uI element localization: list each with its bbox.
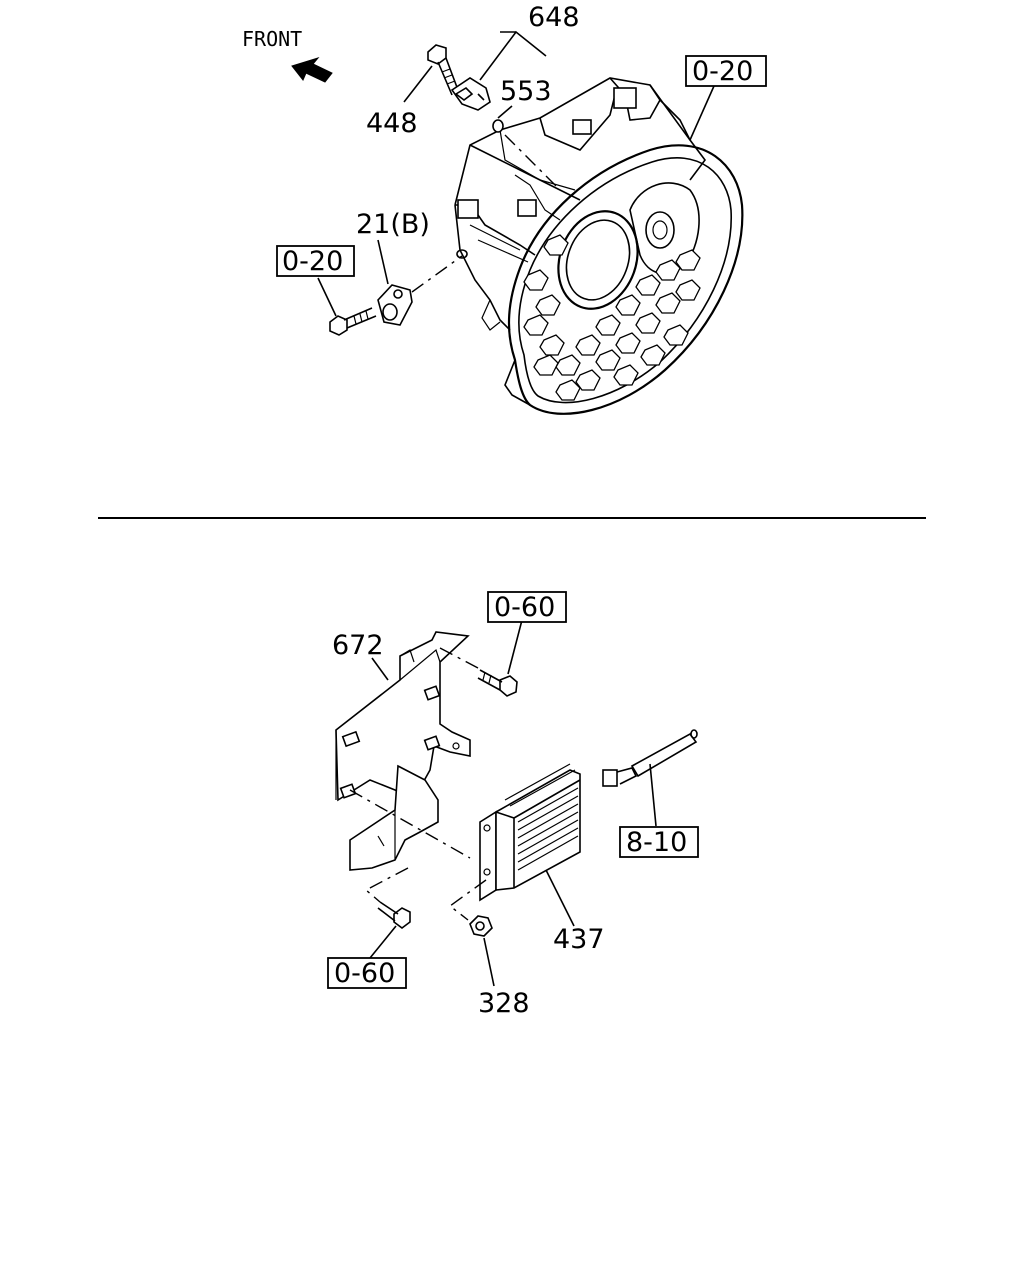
ref-810: 8-10 xyxy=(626,827,687,858)
leader-21b xyxy=(377,239,389,285)
bracket-21b-assembly xyxy=(329,249,468,336)
leader-328 xyxy=(483,937,495,987)
ref-060-top: 0-60 xyxy=(494,592,555,623)
bolt-060-top xyxy=(499,675,518,697)
leader-020-left xyxy=(317,277,337,317)
nut-328 xyxy=(469,915,493,937)
leader-553 xyxy=(497,105,513,119)
ref-box-810 xyxy=(619,826,699,858)
callout-21b: 21(B) xyxy=(356,209,430,240)
leader-672 xyxy=(371,657,389,681)
leader-810 xyxy=(649,763,657,827)
harness-connector xyxy=(602,729,698,787)
fasteners xyxy=(377,669,518,937)
ref-box-020-left xyxy=(276,245,355,277)
bracket-bolt-head xyxy=(329,315,348,336)
ref-box-060-bottom xyxy=(327,957,407,989)
leader-060-top xyxy=(507,619,523,675)
ref-020-top: 0-20 xyxy=(692,56,753,87)
bracket-21b xyxy=(377,284,413,326)
honeycomb-ribs xyxy=(523,234,701,401)
callout-328: 328 xyxy=(478,988,530,1019)
sensor-648-assembly xyxy=(427,44,561,191)
bolt-448-head xyxy=(427,44,447,65)
front-label: FRONT xyxy=(242,27,302,51)
ref-060-bottom: 0-60 xyxy=(334,958,395,989)
bracket-672 xyxy=(335,631,471,871)
controller-437 xyxy=(479,763,581,902)
flywheel-housing xyxy=(454,77,744,415)
ref-box-020-top xyxy=(685,55,767,87)
bottom-diagram: 672 437 328 0-60 0-60 8-10 xyxy=(327,591,699,1019)
callout-648: 648 xyxy=(528,2,580,33)
leader-060-bottom xyxy=(369,925,397,959)
bolt-060-bottom xyxy=(393,907,411,929)
front-arrow-icon xyxy=(291,57,333,83)
leader-020-top xyxy=(689,85,715,141)
studs xyxy=(339,685,441,799)
o-ring-553 xyxy=(492,119,504,133)
callout-448: 448 xyxy=(366,108,418,139)
top-diagram: FRONT xyxy=(242,2,767,415)
callout-672: 672 xyxy=(332,630,384,661)
leader-448 xyxy=(403,65,433,103)
ref-box-060-top xyxy=(487,591,567,623)
callout-553: 553 xyxy=(500,76,552,107)
ref-020-left: 0-20 xyxy=(282,246,343,277)
callout-437: 437 xyxy=(553,924,605,955)
leader-648 xyxy=(479,30,547,81)
leader-437 xyxy=(545,869,575,927)
